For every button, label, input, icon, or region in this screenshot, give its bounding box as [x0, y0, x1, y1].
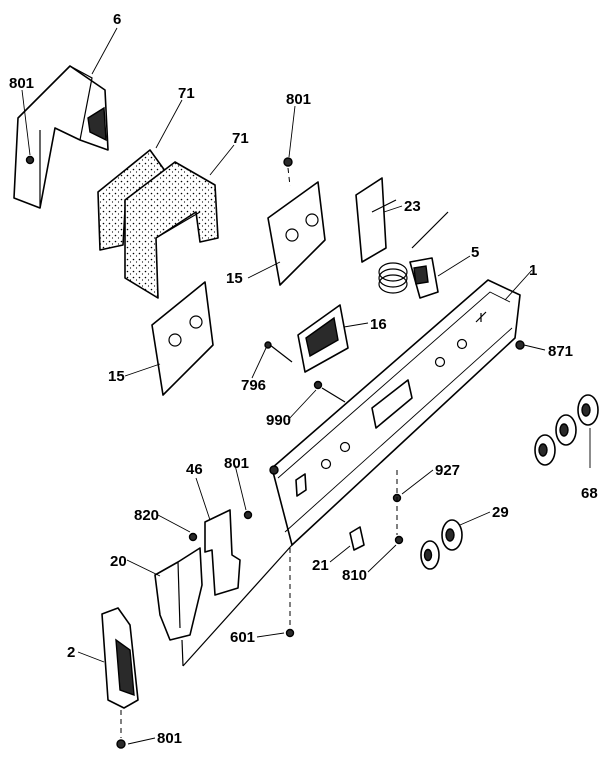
part-16-timer-module	[297, 304, 349, 373]
callout-796: 796	[241, 377, 266, 394]
part-71-insulation-channel	[124, 161, 219, 299]
callout-801: 801	[9, 75, 34, 92]
callout-20: 20	[110, 553, 127, 570]
callout-801: 801	[286, 91, 311, 108]
callout-1: 1	[529, 262, 537, 279]
callout-46: 46	[186, 461, 203, 478]
callout-5: 5	[471, 244, 479, 261]
callout-15: 15	[226, 270, 243, 287]
callout-927: 927	[435, 462, 460, 479]
callout-23: 23	[404, 198, 421, 215]
callout-820: 820	[134, 507, 159, 524]
callout-801: 801	[224, 455, 249, 472]
callout-801: 801	[157, 730, 182, 747]
callout-71: 71	[232, 130, 249, 147]
callout-15: 15	[108, 368, 125, 385]
part-6-bracket	[13, 65, 109, 209]
callout-labels: 6 801 71 71 801 23 5 1 15 15 16 871 796 …	[9, 11, 598, 747]
callout-6: 6	[113, 11, 121, 28]
part-23-switch-bracket	[355, 177, 397, 263]
part-5-thermostat	[378, 211, 449, 299]
part-68-knobs	[534, 394, 599, 466]
callout-871: 871	[548, 343, 573, 360]
callout-21: 21	[312, 557, 329, 574]
part-15-plate-left	[151, 281, 214, 396]
fasteners	[25, 155, 525, 749]
callout-2: 2	[67, 644, 75, 661]
callout-601: 601	[230, 629, 255, 646]
callout-810: 810	[342, 567, 367, 584]
part-2-end-cap	[101, 607, 139, 709]
callout-71: 71	[178, 85, 195, 102]
part-46-bracket	[204, 509, 241, 596]
callout-990: 990	[266, 412, 291, 429]
part-29-knobs	[420, 519, 463, 570]
part-15-plate-top	[267, 181, 326, 286]
callout-16: 16	[370, 316, 387, 333]
callout-29: 29	[492, 504, 509, 521]
callout-68: 68	[581, 485, 598, 502]
part-21-switch	[349, 526, 365, 551]
part-20-mounting-plate	[154, 547, 203, 641]
assembly-lines	[120, 167, 398, 738]
leader-lines	[21, 27, 591, 745]
part-1-control-panel	[269, 279, 521, 546]
